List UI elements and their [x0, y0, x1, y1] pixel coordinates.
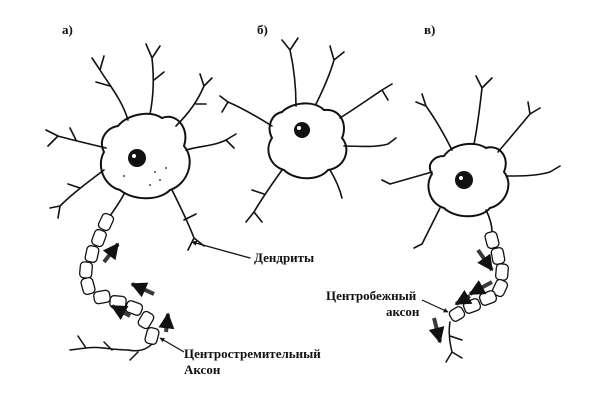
- neuron-a-arrows: [102, 242, 175, 333]
- centripetal-pointer: [159, 337, 185, 353]
- neuron-c-axon-hillock: [485, 209, 493, 233]
- label-centrifugal-axon-line1: Центробежный: [326, 288, 417, 303]
- neuron-c-dendrites: [381, 75, 561, 249]
- neuron-a-nucleus: [128, 149, 146, 167]
- neuron-c-soma: [427, 142, 510, 218]
- panel-label-c: в): [424, 22, 436, 37]
- panel-label-b: б): [257, 22, 268, 37]
- neuron-a-axon-terminal: [69, 335, 153, 361]
- neuron-a-cytoplasm: [123, 167, 167, 186]
- neuron-b-dendrites: [219, 37, 397, 223]
- neuron-b: [219, 37, 397, 223]
- flow-arrow-c1: [476, 248, 494, 272]
- centrifugal-pointer: [421, 299, 449, 313]
- label-centrifugal-axon-line2: аксон: [386, 304, 420, 319]
- neuron-c-arrows: [428, 248, 494, 344]
- flow-arrow-a2: [130, 282, 155, 298]
- neuron-c: [381, 75, 561, 363]
- flow-arrow-a1: [102, 242, 120, 264]
- flow-arrow-a3: [110, 304, 131, 320]
- neuron-a-dendrites: [45, 43, 237, 251]
- flow-arrow-c2: [468, 280, 493, 296]
- label-centripetal-axon-line1: Центростремительный: [184, 346, 321, 361]
- dendrites-pointer-a: [191, 240, 251, 259]
- neuron-a-axon-hillock: [109, 193, 125, 217]
- neuron-a: [45, 43, 251, 361]
- panel-label-a: а): [62, 22, 73, 37]
- neuron-c-axon-terminal: [445, 321, 463, 363]
- neuron-b-nucleus: [294, 122, 310, 138]
- neuron-c-nucleus: [455, 171, 473, 189]
- flow-arrow-c4: [428, 317, 445, 344]
- neuron-a-soma: [99, 112, 191, 200]
- flow-arrow-a4: [158, 312, 175, 333]
- label-centripetal-axon-line2: Аксон: [184, 362, 221, 377]
- label-dendrites: Дендриты: [254, 250, 315, 265]
- flow-arrow-c3: [454, 289, 473, 306]
- neuron-b-soma: [267, 102, 348, 180]
